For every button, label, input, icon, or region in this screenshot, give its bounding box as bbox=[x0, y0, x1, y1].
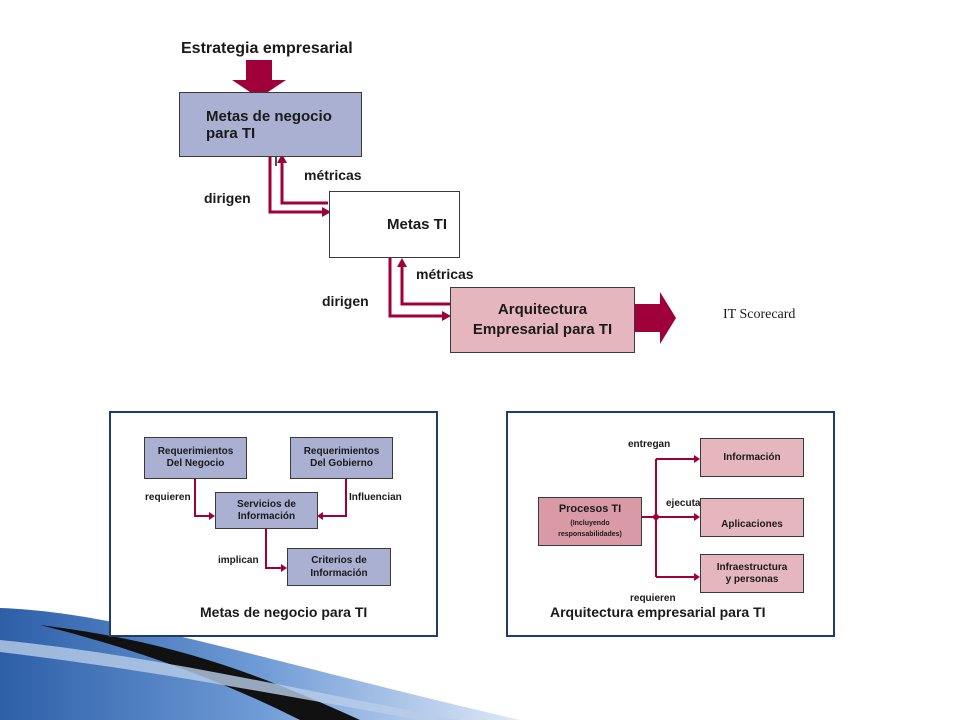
box-req-gobierno: Requerimientos Del Gobierno bbox=[290, 437, 393, 479]
dirigen-label-1: dirigen bbox=[204, 190, 251, 206]
aplicaciones-label: Aplicaciones bbox=[721, 519, 783, 530]
req-negocio-line2: Del Negocio bbox=[166, 458, 225, 469]
servicios-line1: Servicios de bbox=[237, 498, 296, 510]
box-req-negocio: Requerimientos Del Negocio bbox=[144, 437, 247, 479]
box-metas-negocio: Metas de negocio para TI bbox=[179, 92, 362, 157]
box-procesos-ti: Procesos TI (Incluyendo responsabilidade… bbox=[538, 497, 642, 546]
procesos-line2: (Incluyendo bbox=[570, 519, 610, 527]
box-arquitectura-line2: Empresarial para TI bbox=[472, 321, 613, 338]
informacion-label: Información bbox=[723, 452, 781, 463]
box-metas-ti: Metas TI bbox=[329, 191, 460, 258]
req-gobierno-line1: Requerimientos bbox=[303, 446, 380, 457]
infra-line2: y personas bbox=[725, 573, 779, 585]
dirigen-label-2: dirigen bbox=[322, 293, 369, 309]
box-criterios-informacion: Criterios de Información bbox=[287, 548, 391, 586]
criterios-line1: Criterios de bbox=[311, 555, 367, 566]
it-scorecard-label: IT Scorecard bbox=[723, 307, 796, 322]
req-negocio-line1: Requerimientos bbox=[157, 446, 234, 457]
implican-label: implican bbox=[218, 555, 259, 566]
servicios-line2: Información bbox=[237, 510, 296, 522]
left-panel-connectors bbox=[194, 479, 347, 572]
box-infraestructura: Infraestructura y personas bbox=[700, 554, 804, 593]
panel-metas-negocio: Requerimientos Del Negocio Requerimiento… bbox=[109, 411, 438, 637]
panel-arquitectura-empresarial: Procesos TI (Incluyendo responsabilidade… bbox=[506, 411, 835, 637]
req-gobierno-line2: Del Gobierno bbox=[310, 458, 373, 469]
infra-line1: Infraestructura bbox=[716, 561, 788, 573]
left-panel-caption: Metas de negocio para TI bbox=[200, 604, 368, 620]
box-metas-negocio-line2: para TI bbox=[206, 124, 256, 142]
ejecutan-label: ejecutan bbox=[666, 498, 707, 509]
box-arquitectura: Arquitectura Empresarial para TI bbox=[450, 287, 635, 353]
entregan-label: entregan bbox=[628, 439, 671, 450]
box-metas-ti-label: Metas TI bbox=[386, 216, 447, 233]
box-metas-negocio-line1: Metas de negocio bbox=[206, 107, 332, 125]
requieren-label-right: requieren bbox=[630, 593, 676, 604]
box-aplicaciones: Aplicaciones bbox=[700, 498, 804, 537]
box-informacion: Información bbox=[700, 438, 804, 477]
metricas-label-1: métricas bbox=[304, 167, 362, 183]
right-panel-caption: Arquitectura empresarial para TI bbox=[550, 604, 766, 620]
box-arquitectura-line1: Arquitectura bbox=[497, 301, 588, 318]
procesos-line1: Procesos TI bbox=[558, 502, 622, 515]
strategy-label: Estrategia empresarial bbox=[181, 40, 353, 57]
procesos-line3: responsabilidades) bbox=[558, 530, 622, 538]
requieren-label-left: requieren bbox=[145, 492, 191, 503]
box-servicios-informacion: Servicios de Información bbox=[215, 492, 318, 529]
metricas-label-2: métricas bbox=[416, 266, 474, 282]
right-panel-connectors bbox=[642, 455, 700, 581]
criterios-line2: Información bbox=[310, 568, 368, 579]
influencian-label: Influencian bbox=[349, 492, 402, 503]
